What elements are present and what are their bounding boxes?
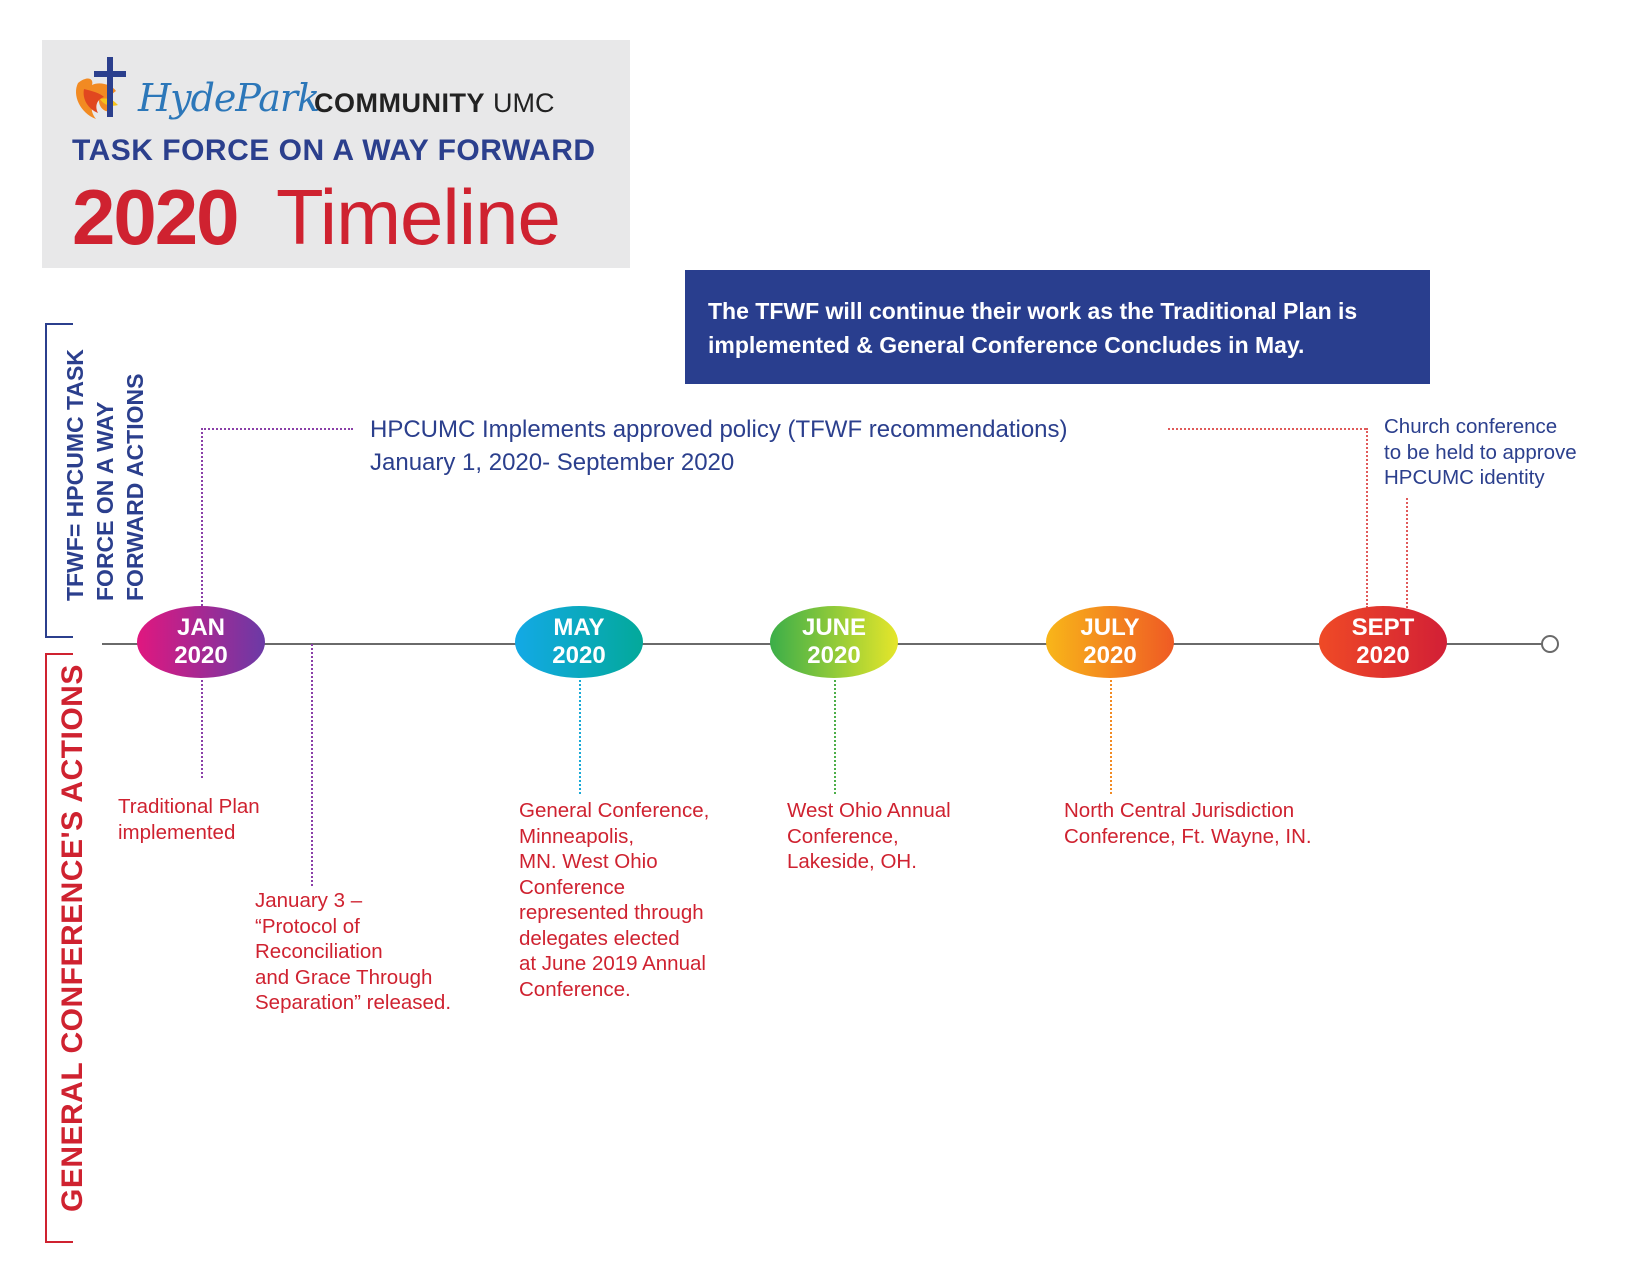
event-line: Conference, bbox=[787, 824, 899, 848]
month-jan-bubble: JAN 2020 bbox=[137, 606, 265, 678]
sept-policy-connector bbox=[1366, 428, 1368, 608]
event-line: January 3 – bbox=[255, 889, 363, 912]
event-north-central: North Central Jurisdiction Conference, F… bbox=[1064, 798, 1312, 849]
event-west-ohio: West Ohio Annual Conference, Lakeside, O… bbox=[787, 798, 951, 875]
header-panel bbox=[42, 40, 630, 268]
event-line: at June 2019 Annual bbox=[519, 952, 706, 975]
tfwf-bracket bbox=[45, 323, 73, 638]
month-year: 2020 bbox=[1083, 642, 1137, 669]
policy-line-2: January 1, 2020- September 2020 bbox=[370, 449, 735, 476]
month-label: JULY bbox=[1080, 614, 1140, 641]
month-label: JAN bbox=[176, 614, 225, 641]
task-force-heading: TASK FORCE ON A WAY FORWARD bbox=[72, 134, 596, 167]
general-conference-bracket bbox=[45, 653, 73, 1243]
event-line: Traditional Plan bbox=[118, 795, 260, 818]
logo-umc-text: UMC bbox=[493, 88, 555, 118]
july-event-connector bbox=[1110, 680, 1112, 794]
note-text: The TFWF will continue their work as the… bbox=[708, 298, 1358, 358]
title-word: Timeline bbox=[276, 173, 561, 261]
event-line: MN. West Ohio bbox=[519, 850, 658, 873]
event-line: “Protocol of bbox=[255, 914, 360, 938]
logo-community-text: COMMUNITY bbox=[314, 88, 485, 118]
event-line: Conference. bbox=[519, 977, 631, 1001]
policy-connector-left bbox=[201, 428, 353, 430]
event-line: Separation” released. bbox=[255, 991, 452, 1014]
may-event-connector bbox=[579, 680, 581, 794]
event-line: North Central Jurisdiction bbox=[1064, 799, 1295, 822]
cross-flame-logo-icon bbox=[76, 57, 126, 119]
tfwf-side-label: TFWF= HPCUMC TASK FORCE ON A WAY FORWARD… bbox=[62, 349, 148, 601]
month-year: 2020 bbox=[807, 642, 861, 669]
month-year: 2020 bbox=[552, 642, 606, 669]
policy-connector-right bbox=[1168, 428, 1366, 430]
month-may-bubble: MAY 2020 bbox=[515, 606, 643, 678]
church-conference-text: Church conference to be held to approve … bbox=[1384, 414, 1577, 491]
month-sept-bubble: SEPT 2020 bbox=[1319, 606, 1447, 678]
month-label: JUNE bbox=[801, 614, 867, 641]
policy-text: HPCUMC Implements approved policy (TFWF … bbox=[370, 413, 1068, 479]
event-traditional-plan: Traditional Plan implemented bbox=[118, 794, 260, 845]
event-line: General Conference, bbox=[519, 799, 710, 822]
policy-line-1: HPCUMC Implements approved policy (TFWF … bbox=[370, 416, 1068, 443]
church-conference-line-3: HPCUMC identity bbox=[1384, 466, 1545, 489]
church-conference-line-2: to be held to approve bbox=[1384, 440, 1577, 464]
event-protocol: January 3 – “Protocol of Reconciliation … bbox=[255, 888, 451, 1016]
event-line: Conference, Ft. Wayne, IN. bbox=[1064, 824, 1312, 848]
jan-event-connector bbox=[201, 680, 203, 778]
event-line: Conference bbox=[519, 875, 625, 899]
church-conference-line-1: Church conference bbox=[1384, 415, 1558, 438]
month-july-bubble: JULY 2020 bbox=[1046, 606, 1174, 678]
event-line: West Ohio Annual bbox=[787, 799, 951, 822]
sept-church-connector bbox=[1406, 498, 1408, 608]
general-conference-side-label: GENERAL CONFERENCE'S ACTIONS bbox=[56, 664, 89, 1212]
event-line: Reconciliation bbox=[255, 940, 383, 963]
event-line: delegates elected bbox=[519, 926, 680, 950]
june-event-connector bbox=[834, 680, 836, 794]
note-box bbox=[685, 270, 1430, 384]
protocol-event-connector bbox=[311, 644, 313, 886]
month-june-bubble: JUNE 2020 bbox=[770, 606, 898, 678]
event-line: implemented bbox=[118, 820, 236, 844]
event-line: Minneapolis, bbox=[519, 824, 635, 848]
month-label: MAY bbox=[553, 614, 605, 641]
month-year: 2020 bbox=[174, 642, 228, 669]
month-label: SEPT bbox=[1351, 614, 1415, 641]
month-year: 2020 bbox=[1356, 642, 1410, 669]
logo-hydepark-text: HydePark bbox=[138, 76, 320, 120]
timeline-end-circle bbox=[1541, 635, 1559, 653]
event-line: and Grace Through bbox=[255, 965, 433, 989]
jan-policy-connector bbox=[201, 428, 203, 606]
event-line: Lakeside, OH. bbox=[787, 850, 917, 873]
title-year: 2020 bbox=[72, 173, 240, 261]
event-line: represented through bbox=[519, 901, 704, 924]
event-general-conference: General Conference, Minneapolis, MN. Wes… bbox=[519, 798, 709, 1002]
